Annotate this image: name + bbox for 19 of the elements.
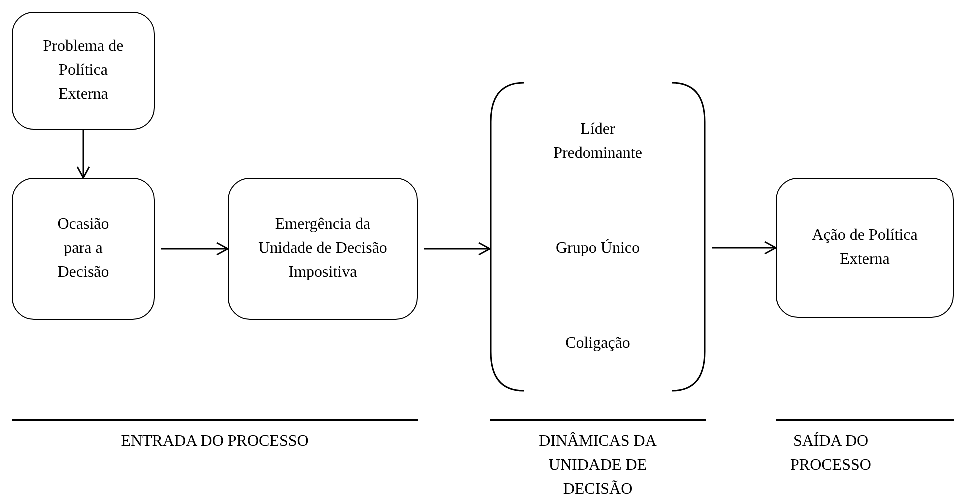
box-text: Problema de Política Externa — [42, 37, 125, 105]
section-label: DINÂMICAS DA UNIDADE DE DECISÃO — [538, 431, 658, 500]
box-text: Ação de Política Externa — [811, 226, 919, 270]
bracket-group — [490, 82, 706, 392]
process-box — [12, 178, 155, 320]
box-text: Ocasião para a Decisão — [56, 215, 110, 283]
section-label: SAÍDA DO PROCESSO — [790, 431, 872, 476]
bracket-item-text: Grupo Único — [555, 238, 641, 259]
bracket-item-text: Líder Predominante — [552, 120, 644, 164]
process-box — [12, 12, 155, 130]
arrow — [76, 130, 90, 179]
box-text: Emergência da Unidade de Decisão Impositiva — [258, 215, 388, 283]
process-box — [228, 178, 418, 320]
arrow — [161, 242, 229, 256]
section-label: ENTRADA DO PROCESSO — [120, 432, 310, 452]
process-box — [776, 178, 954, 318]
bracket-item-text: Coligação — [564, 334, 632, 354]
arrow — [424, 242, 491, 256]
arrow — [712, 241, 777, 255]
